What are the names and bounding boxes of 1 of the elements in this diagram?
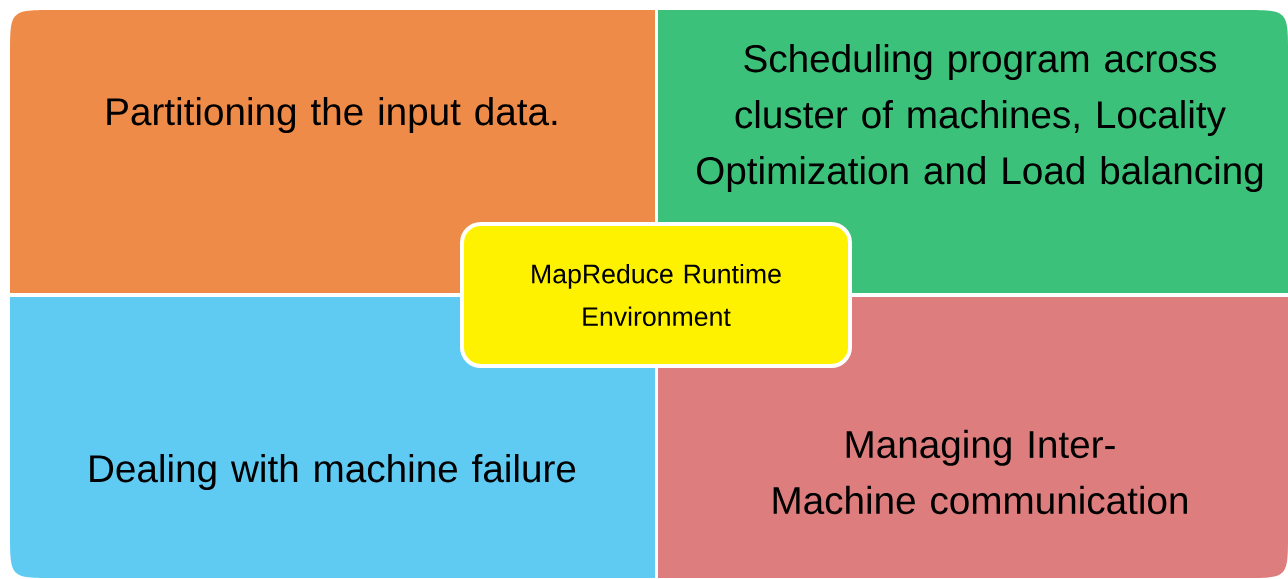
center-box: MapReduce Runtime Environment: [460, 222, 852, 368]
